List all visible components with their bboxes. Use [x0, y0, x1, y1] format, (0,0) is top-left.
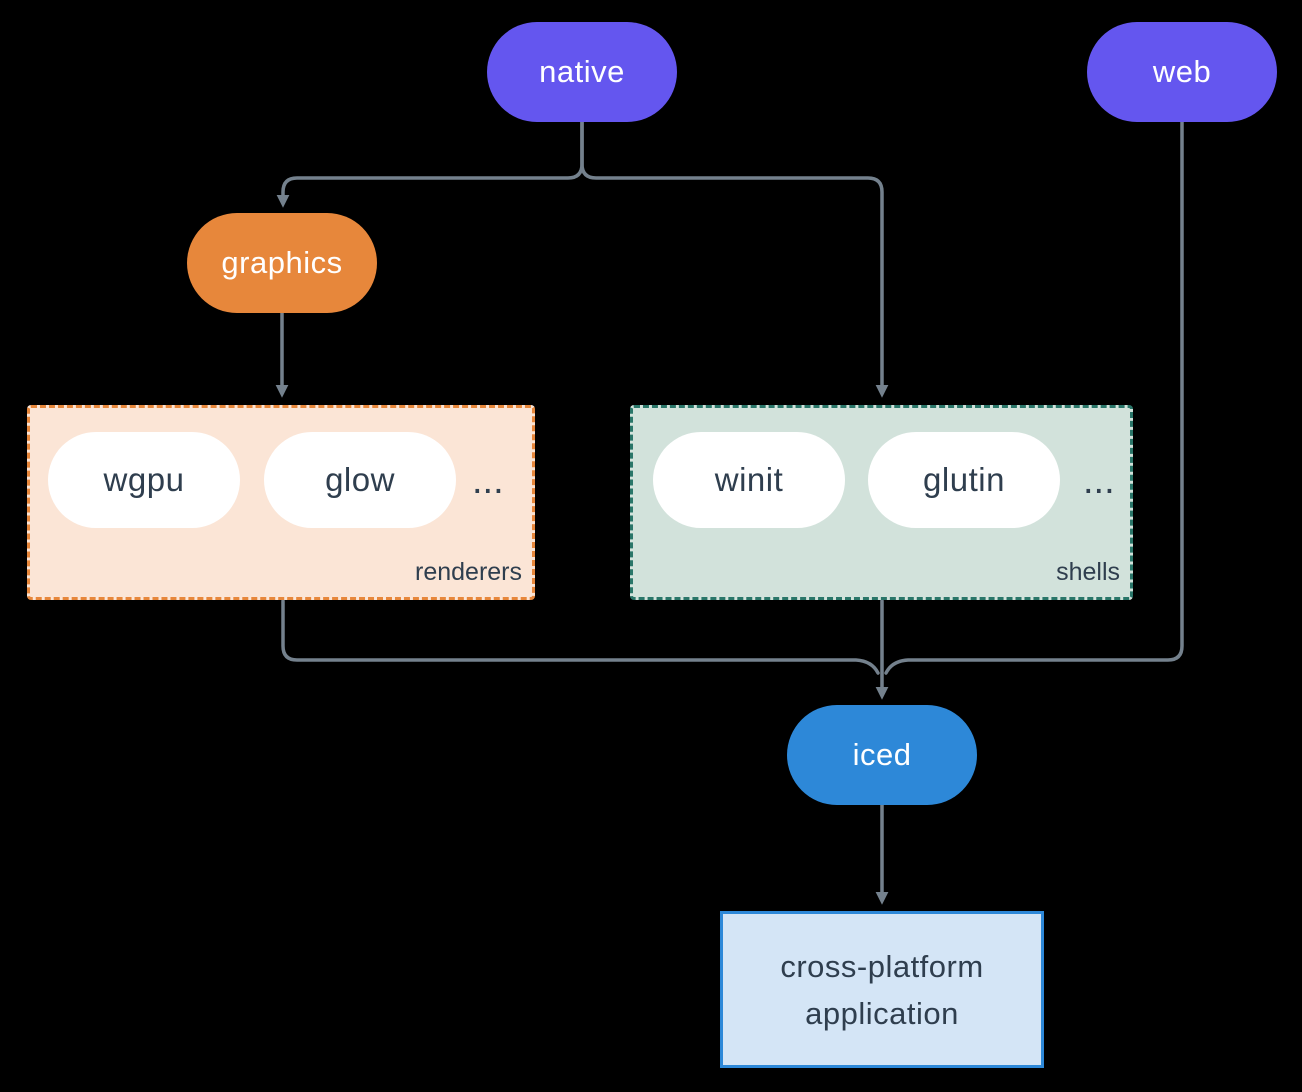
node-native: native: [487, 22, 677, 122]
node-iced-label: iced: [852, 737, 912, 772]
application-label-line1: cross-platform: [780, 948, 984, 984]
node-iced: iced: [787, 705, 977, 805]
node-web-label: web: [1152, 54, 1212, 89]
renderers-ellipsis: ...: [472, 460, 504, 502]
node-cross-platform-application: cross-platform application: [720, 911, 1044, 1068]
application-label-line2: application: [805, 995, 959, 1031]
node-winit-label: winit: [714, 461, 784, 498]
node-winit: winit: [653, 432, 845, 528]
node-graphics: graphics: [187, 213, 377, 313]
node-graphics-label: graphics: [221, 245, 343, 280]
node-glow: glow: [264, 432, 456, 528]
node-wgpu: wgpu: [48, 432, 240, 528]
node-glow-label: glow: [325, 461, 395, 498]
node-native-label: native: [539, 54, 625, 89]
shells-group-label: shells: [1056, 558, 1120, 586]
node-glutin: glutin: [868, 432, 1060, 528]
edge-native-to-graphics: [276, 118, 584, 208]
renderers-group-label: renderers: [415, 558, 522, 586]
node-wgpu-label: wgpu: [103, 461, 185, 498]
node-web: web: [1087, 22, 1277, 122]
node-glutin-label: glutin: [923, 461, 1005, 498]
edge-renderers-to-iced: [281, 599, 880, 675]
edge-native-to-shells: [580, 118, 889, 398]
shells-ellipsis: ...: [1083, 460, 1115, 502]
